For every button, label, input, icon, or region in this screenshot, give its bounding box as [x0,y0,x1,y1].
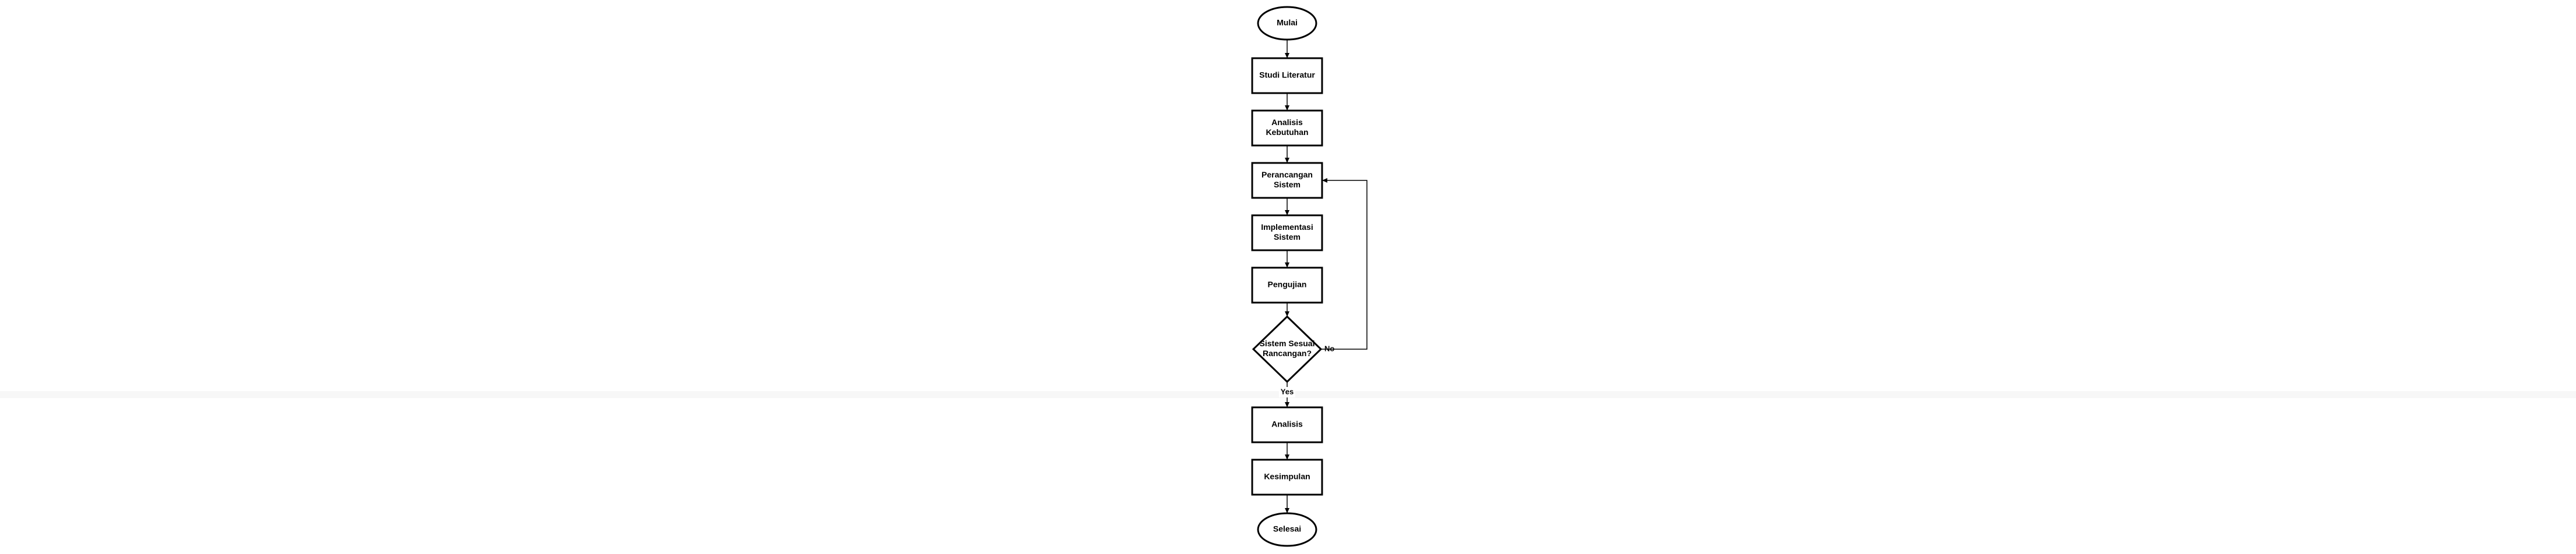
node-selesai: Selesai [1257,512,1317,547]
node-selesai-shape [1257,512,1317,547]
node-selesai-label-line: Selesai [1273,524,1301,534]
node-perancangan-label-line: Sistem [1274,180,1301,189]
node-implementasi-label-line: Sistem [1274,232,1301,242]
node-kesimpulan: Kesimpulan [1251,459,1323,496]
node-pengujian: Pengujian [1251,267,1323,304]
node-analisis-kebutuhan-label-line: Kebutuhan [1266,127,1308,137]
node-keputusan-label-line: Rancangan? [1263,349,1312,358]
node-kesimpulan-label-line: Kesimpulan [1264,472,1310,481]
node-analisis-shape [1251,406,1323,443]
node-analisis-label-line: Analisis [1271,420,1303,429]
node-pengujian-label-line: Pengujian [1268,280,1307,289]
edge-label-yes: Yes [1281,387,1294,396]
node-analisis-kebutuhan-shape [1251,109,1323,147]
node-studi-shape [1251,57,1323,94]
node-perancangan-label-line: Perancangan [1262,170,1313,179]
node-perancangan-shape [1251,162,1323,199]
node-mulai-label-line: Mulai [1277,18,1298,27]
edge-keputusan-to-analisis: Yes [1279,382,1295,407]
node-studi-label-line: Studi Literatur [1259,70,1315,80]
node-keputusan-label-line: Sistem Sesuai [1260,339,1315,348]
node-analisis: Analisis [1251,406,1323,443]
node-implementasi-label-line: Implementasi [1261,222,1313,232]
edge-keputusan-to-perancangan: No [1321,178,1367,353]
edges-layer: Yes No [1279,40,1367,513]
node-analisis-kebutuhan-label-line: Analisis [1271,118,1303,127]
edge-label-no: No [1324,344,1334,353]
node-kesimpulan-shape [1251,459,1323,496]
edge-label-background [1279,387,1295,397]
node-mulai-shape [1257,6,1317,41]
node-pengujian-shape [1251,267,1323,304]
edge-keputusan-to-perancangan-line [1321,178,1367,350]
node-implementasi-shape [1251,214,1323,251]
node-studi: Studi Literatur [1251,57,1323,94]
node-mulai: Mulai [1257,6,1317,41]
node-keputusan-shape [1252,315,1323,383]
